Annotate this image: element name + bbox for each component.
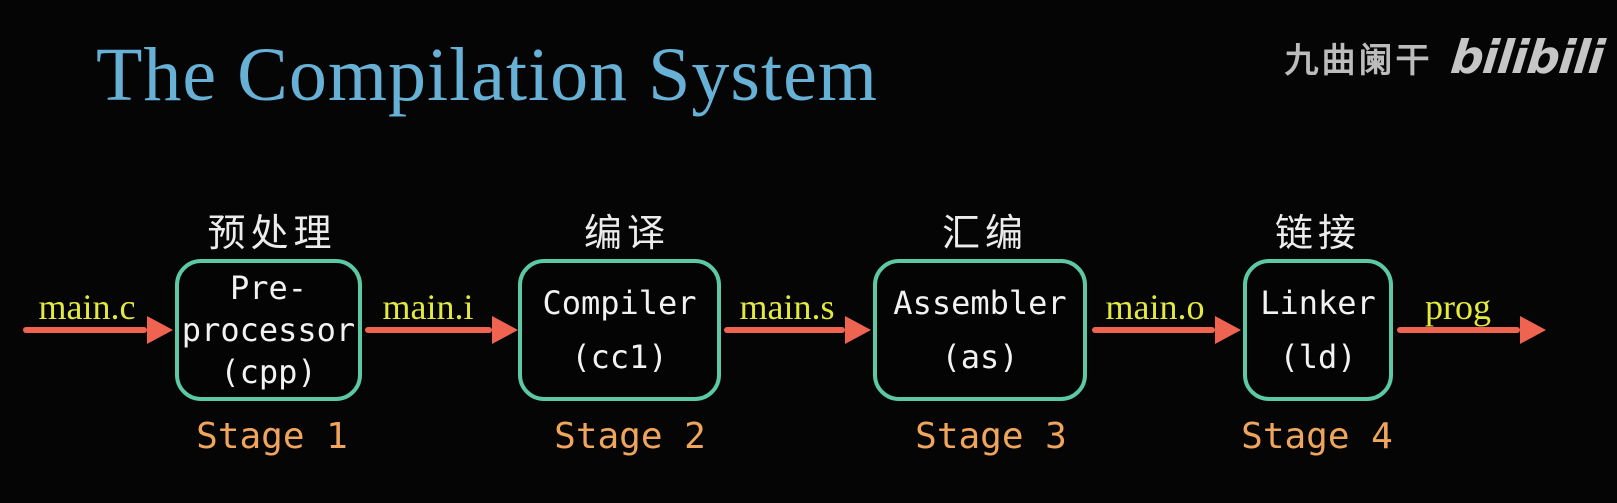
preprocessor-box: Pre- processor (cpp) [175,259,362,401]
arrow-main-i-icon [365,316,518,344]
stage4-cn-label: 链接 [1274,213,1362,255]
stage3-label: Stage 3 [915,416,1067,457]
flow-label-main-c: main.c [38,287,136,327]
box-line: (ld) [1279,338,1357,376]
bilibili-logo: bilibili [1447,30,1606,84]
assembler-box: Assembler (as) [873,259,1087,401]
flow-label-main-s: main.s [739,287,835,327]
box-line: Compiler [542,284,697,322]
linker-box: Linker (ld) [1243,259,1393,401]
stage2-cn-label: 编译 [583,213,671,255]
watermark: 九曲阑干 bilibili [1284,30,1606,84]
stage2-label: Stage 2 [554,416,706,457]
box-line: Assembler [893,284,1067,322]
box-line: Pre- [229,269,308,307]
page-title: The Compilation System [96,33,878,117]
stage3-cn-label: 汇编 [941,213,1029,255]
arrow-main-s-icon [724,316,871,344]
box-line: (cc1) [571,338,668,376]
box-line: processor [181,311,356,349]
compiler-box: Compiler (cc1) [518,259,721,401]
flow-label-prog: prog [1425,287,1491,327]
arrow-main-c-icon [23,316,173,344]
flow-label-main-i: main.i [382,287,474,327]
stage1-label: Stage 1 [196,416,348,457]
box-line: (cpp) [220,353,317,391]
watermark-author-text: 九曲阑干 [1284,41,1433,80]
box-line: (as) [941,338,1019,376]
arrow-prog-icon [1397,316,1546,344]
box-line: Linker [1260,284,1376,322]
stage4-label: Stage 4 [1241,416,1393,457]
stage1-cn-label: 预处理 [207,213,337,255]
flow-label-main-o: main.o [1105,287,1205,327]
arrow-main-o-icon [1092,316,1241,344]
